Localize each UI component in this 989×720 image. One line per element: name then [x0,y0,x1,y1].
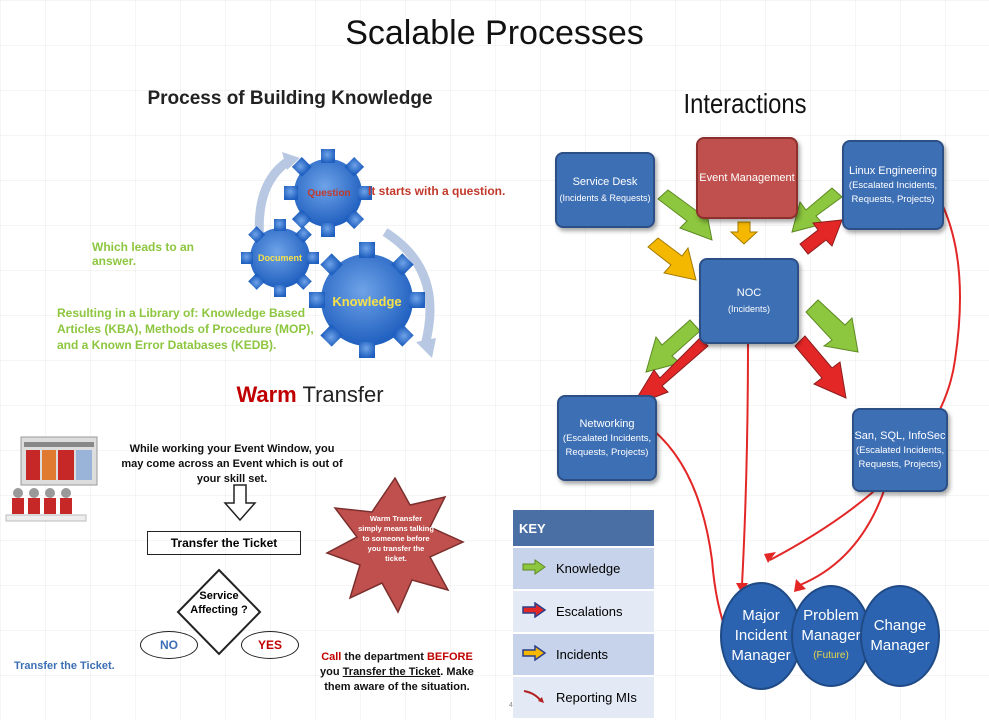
service-desk-label: Service Desk [572,176,638,188]
warm-word: Warm [236,382,297,407]
starts-text: It starts with a question. [368,184,506,198]
san-sql-infosec-node: San, SQL, InfoSec (Escalated Incidents, … [852,408,948,492]
networking-label: Networking [579,418,635,430]
change-manager: Change Manager [860,585,940,687]
legend-knowledge-swatch [513,547,555,591]
interactions-title: Interactions [683,88,807,119]
noc-node: NOC (Incidents) [699,258,799,344]
legend-knowledge-label: Knowledge [555,547,654,591]
result-text: Resulting in a Library of: Knowledge Bas… [57,306,314,352]
transfer-ticket-box: Transfer the Ticket [147,531,301,555]
noc-sub: (Incidents) [727,304,771,314]
major-incident-manager: Major Incident Manager [720,582,802,690]
event-management-label: Event Management [699,172,795,184]
reporting-curve-icon [523,690,544,703]
knowledge-arrow-icon [522,559,546,575]
problem-future-label: (Future) [813,650,849,661]
incident-arrow-icon [522,644,547,662]
call-department-text: Call the department BEFORE you Transfer … [312,650,482,695]
legend-incident-swatch [513,633,555,677]
key-header: KEY [513,510,654,548]
networking-sub: (Escalated Incidents, Requests, Projects… [562,433,652,458]
warm-intro-text: While working your Event Window, you may… [121,443,343,485]
leads-text: Which leads to an answer. [92,240,195,268]
call-word: Call [321,651,342,663]
problem-manager-circle: Problem Manager (Future) [791,585,871,687]
problem-manager-label: Problem Manager [801,607,861,644]
event-management-node: Event Management [696,137,798,219]
warm-transfer-burst [325,476,465,614]
call-seg-4: you [320,666,343,678]
legend-reporting-label: Reporting MIs [555,676,654,720]
escalation-arrow-icon [522,601,547,619]
no-option: NO [140,631,198,659]
legend-escalation-swatch [513,590,555,634]
gear-question-label: Question [307,188,351,199]
legend-escalation-label: Escalations [555,590,654,634]
service-desk-node: Service Desk (Incidents & Requests) [555,152,655,228]
page-title: Scalable Processes [345,14,644,52]
transfer-word: Transfer [296,382,384,407]
legend-reporting-swatch [513,676,555,720]
yes-option: YES [241,631,299,659]
service-desk-sub: (Incidents & Requests) [559,193,651,203]
legend-key-table: KEY Knowledge Escalations Incidents Repo… [513,510,654,720]
question-gear [284,149,372,237]
call-seg-6: . Make them aware of the situation. [324,666,474,693]
gear-knowledge-label: Knowledge [332,294,402,309]
transfer-underline: Transfer the Ticket [342,666,441,678]
service-affecting-diamond: Service Affecting ? [190,590,248,616]
san-label: San, SQL, InfoSec [854,430,946,442]
warm-burst-text: Warm Transfer simply means talking to so… [358,514,434,563]
linux-sub: (Escalated Incidents, Requests, Projects… [848,180,938,205]
warm-transfer-title: Warm Transfer [150,382,470,408]
legend-incident-label: Incidents [555,633,654,677]
knowledge-title: Process of Building Knowledge [147,88,433,109]
before-word: BEFORE [426,651,473,663]
linux-engineering-node: Linux Engineering (Escalated Incidents, … [842,140,944,230]
gear-document-label: Document [257,253,302,263]
left-transfer-note: Transfer the Ticket. [14,660,115,672]
san-sub: (Escalated Incidents, Requests, Projects… [855,445,945,470]
networking-node: Networking (Escalated Incidents, Request… [557,395,657,481]
linux-label: Linux Engineering [848,165,938,177]
noc-label: NOC [736,287,762,299]
page-number: 4 [509,702,513,709]
call-seg-2: the department [341,651,427,663]
